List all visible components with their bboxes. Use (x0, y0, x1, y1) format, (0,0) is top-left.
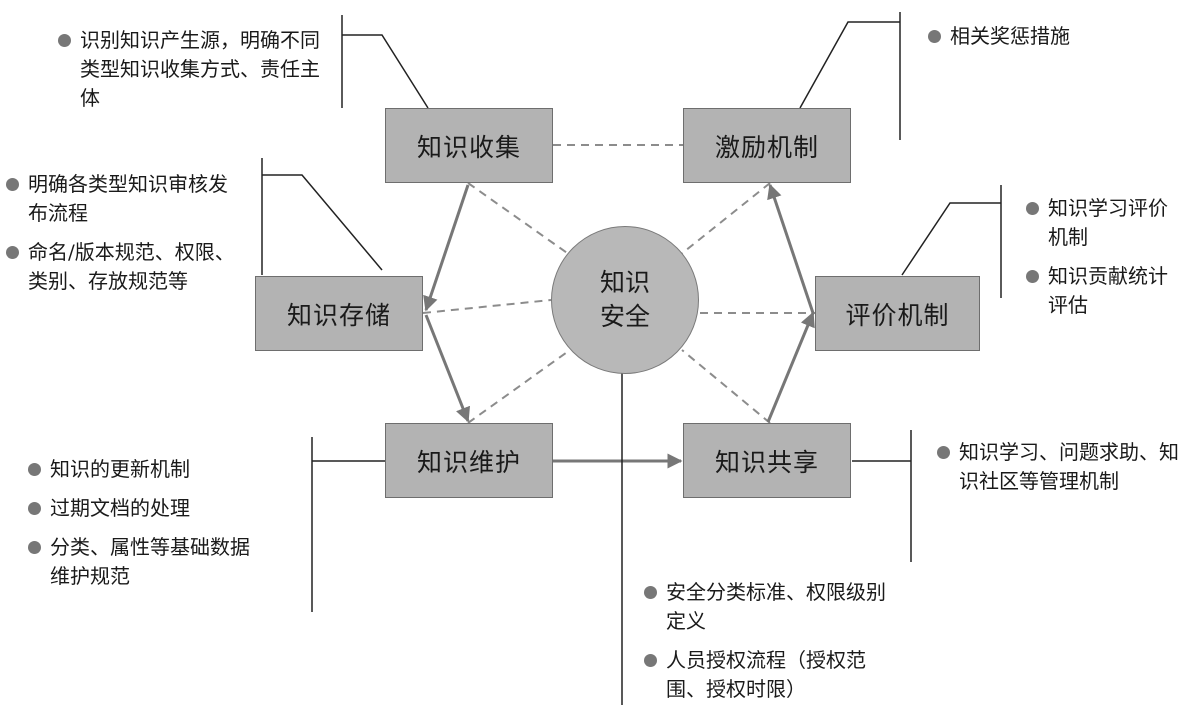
node-knowledge-maintenance: 知识维护 (385, 423, 553, 498)
dashed-links (422, 144, 815, 424)
callout-leader-evaluation (901, 202, 1001, 276)
dash-collect-center (467, 182, 571, 256)
note-item: 相关奖惩措施 (928, 22, 1168, 51)
arrow-storage-to-maintenance (424, 314, 470, 423)
node-evaluation-mechanism: 评价机制 (815, 276, 980, 351)
note-evaluation: 知识学习评价机制 知识贡献统计评估 (1026, 194, 1176, 330)
node-knowledge-collect: 知识收集 (385, 108, 553, 183)
node-knowledge-sharing: 知识共享 (683, 423, 851, 498)
note-incentive: 相关奖惩措施 (928, 22, 1168, 61)
arrow-collect-to-storage (423, 184, 470, 312)
arrow-evaluation-to-incentive (767, 183, 815, 314)
note-item: 知识贡献统计评估 (1026, 262, 1176, 320)
node-knowledge-security: 知识 安全 (551, 226, 699, 374)
callout-lines (261, 12, 1002, 705)
dash-incentive-center (679, 182, 771, 256)
note-item: 明确各类型知识审核发布流程 (6, 170, 246, 228)
note-item: 分类、属性等基础数据维护规范 (28, 533, 268, 591)
note-item: 过期文档的处理 (28, 494, 268, 523)
callout-leader-incentive (799, 21, 900, 109)
note-sharing: 知识学习、问题求助、知识社区等管理机制 (937, 438, 1182, 506)
center-label-line1: 知识 (599, 268, 650, 297)
note-storage: 明确各类型知识审核发布流程 命名/版本规范、权限、类别、存放规范等 (6, 170, 246, 306)
node-knowledge-storage: 知识存储 (255, 276, 423, 351)
note-item: 安全分类标准、权限级别定义 (644, 578, 894, 636)
note-item: 命名/版本规范、权限、类别、存放规范等 (6, 238, 246, 296)
note-security: 安全分类标准、权限级别定义 人员授权流程（授权范围、授权时限） (644, 578, 894, 714)
note-collect: 识别知识产生源，明确不同类型知识收集方式、责任主体 (58, 26, 328, 123)
center-label-line2: 安全 (599, 302, 650, 331)
note-item: 知识学习、问题求助、知识社区等管理机制 (937, 438, 1182, 496)
arrow-sharing-to-evaluation (766, 311, 815, 423)
cycle-arrows (423, 183, 815, 469)
dash-maintenance-center (467, 349, 571, 424)
note-item: 人员授权流程（授权范围、授权时限） (644, 646, 894, 704)
callout-leader-storage (262, 174, 383, 271)
note-item: 知识学习评价机制 (1026, 194, 1176, 252)
node-incentive-mechanism: 激励机制 (683, 108, 851, 183)
dash-storage-center (422, 299, 552, 314)
note-item: 知识的更新机制 (28, 455, 268, 484)
callout-leader-collect (342, 34, 429, 109)
dash-sharing-center (681, 349, 771, 424)
note-maintenance: 知识的更新机制 过期文档的处理 分类、属性等基础数据维护规范 (28, 455, 268, 601)
note-item: 识别知识产生源，明确不同类型知识收集方式、责任主体 (58, 26, 328, 113)
